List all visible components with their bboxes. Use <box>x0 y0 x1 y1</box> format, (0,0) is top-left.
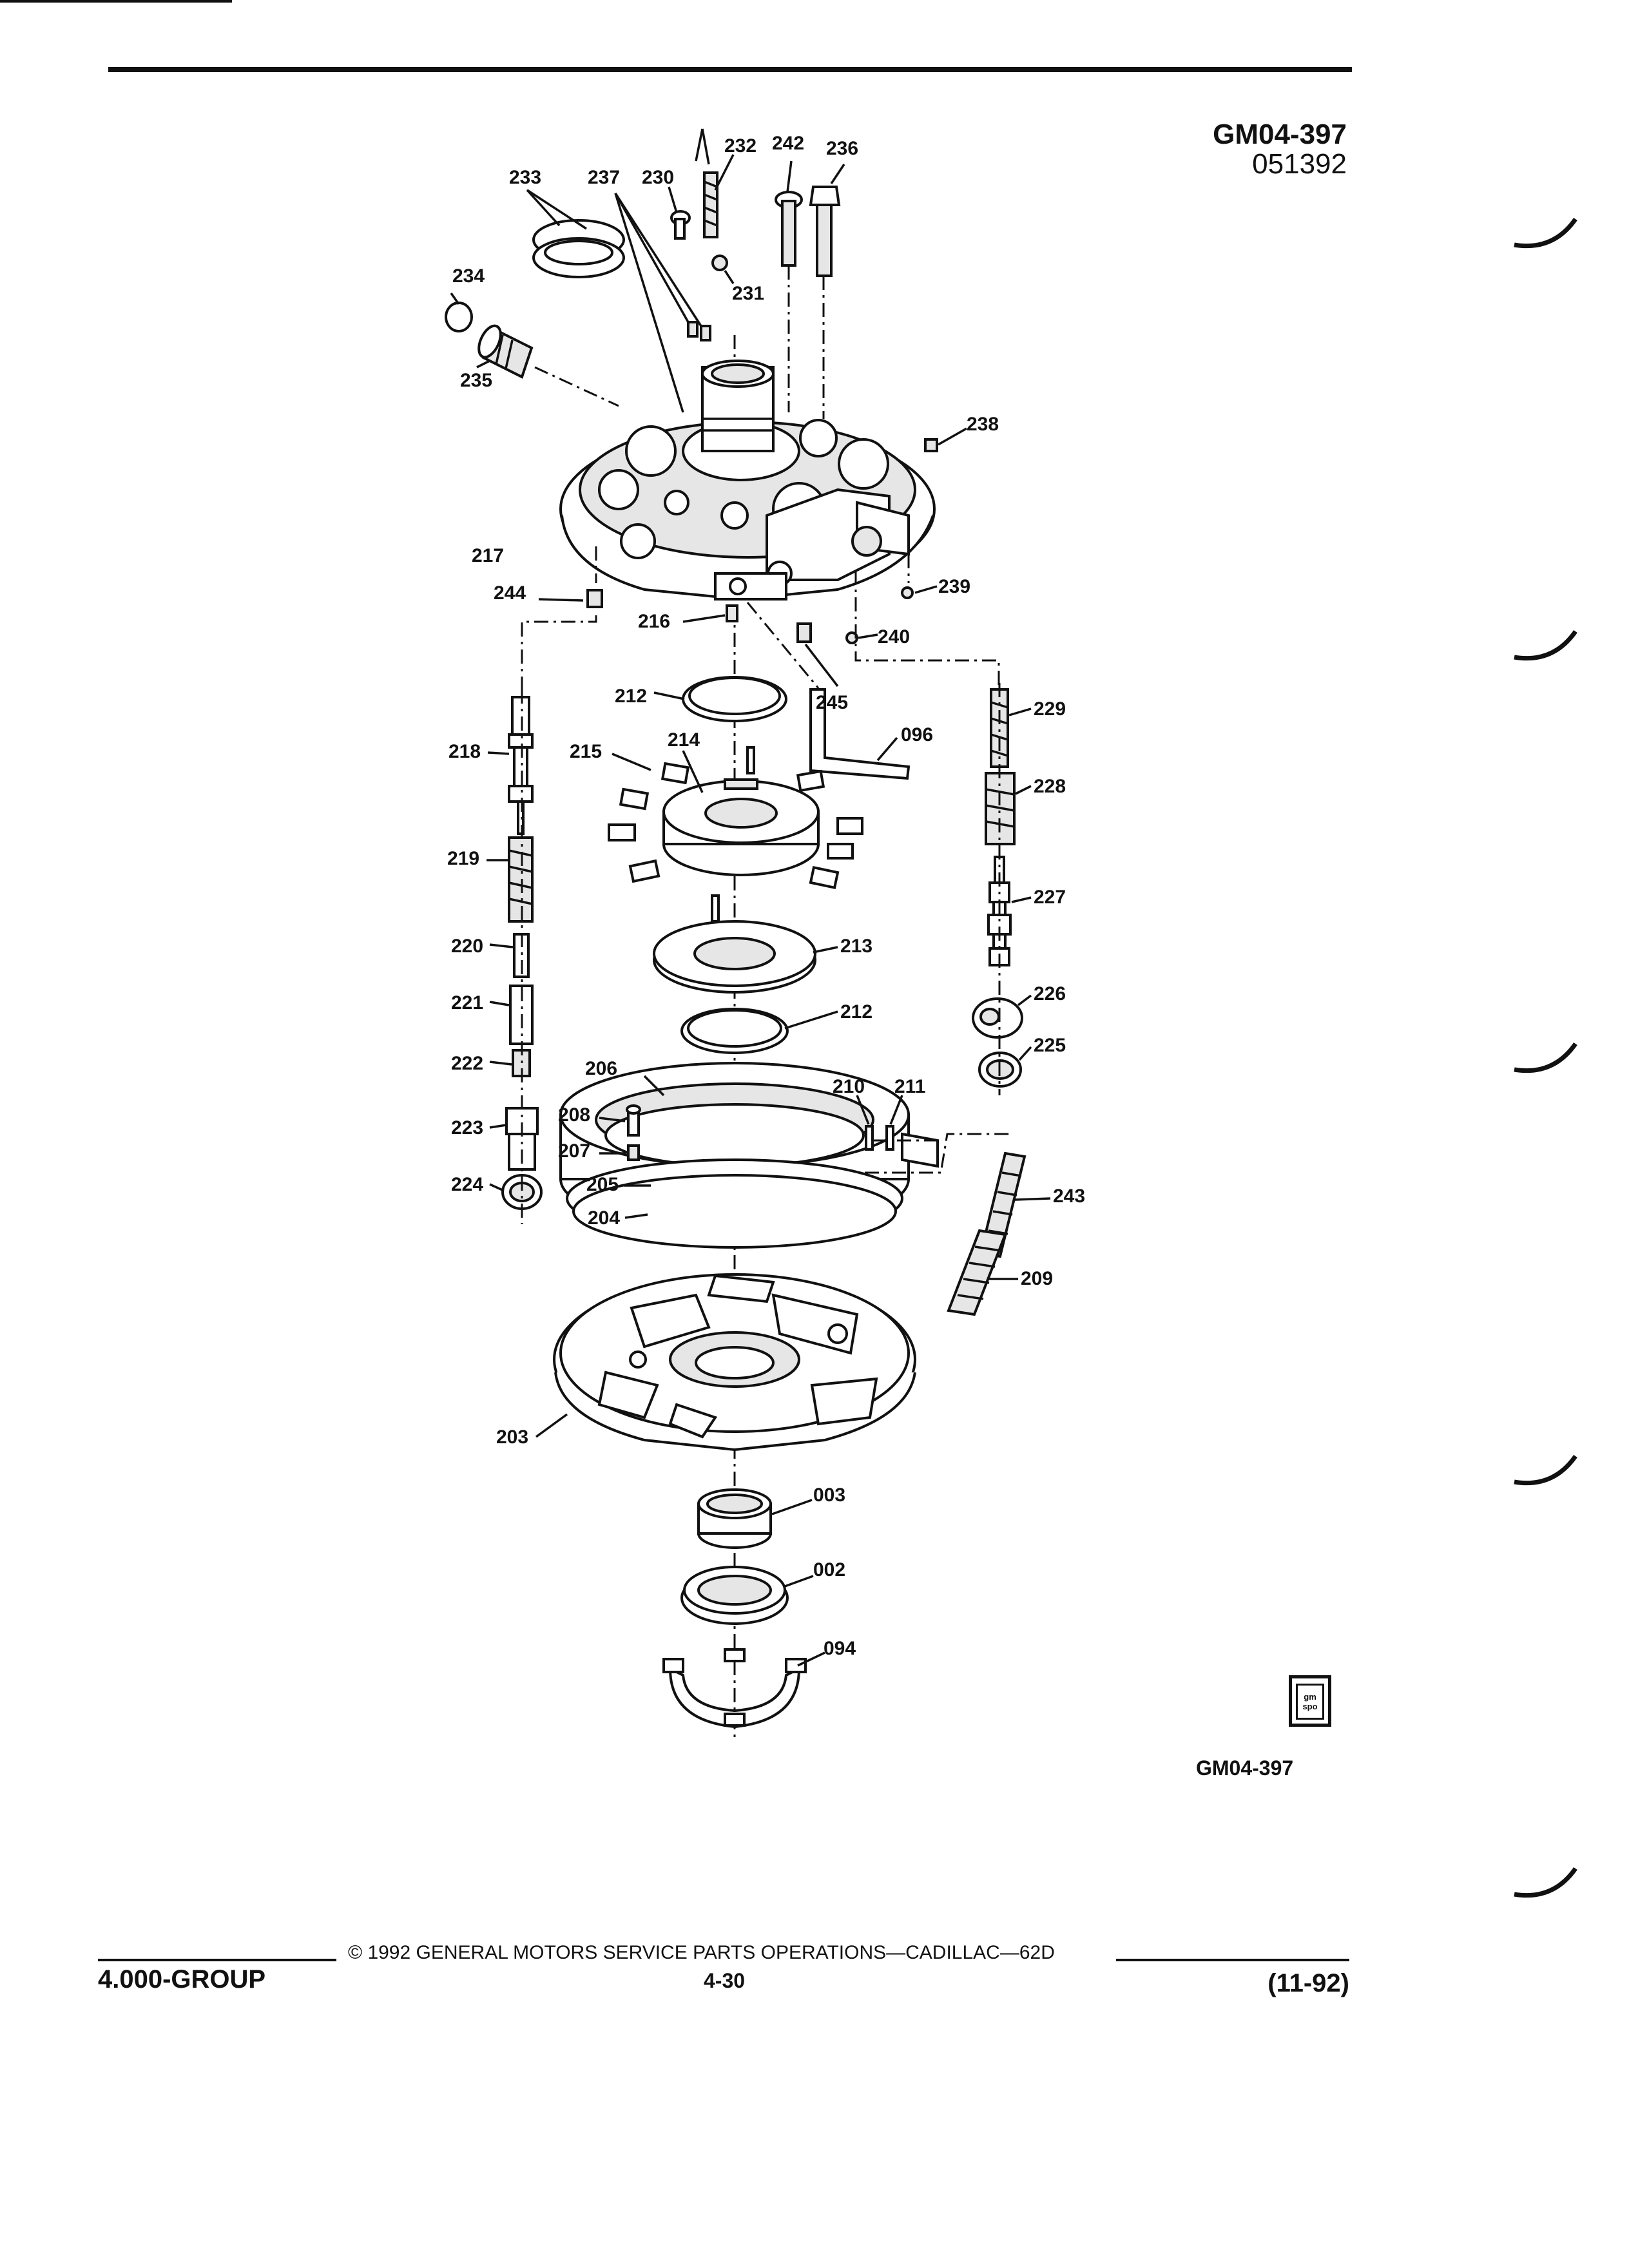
label-224: 224 <box>451 1174 483 1195</box>
o-ring-234 <box>445 302 473 332</box>
seal-002 <box>680 1566 789 1625</box>
footer-rule-right <box>1116 1959 1349 1961</box>
label-206: 206 <box>585 1058 617 1079</box>
label-208: 208 <box>558 1104 590 1126</box>
seal-ring-212-lower <box>680 1008 789 1054</box>
footer-group: 4.000-GROUP <box>98 1965 266 1994</box>
label-237: 237 <box>588 167 620 188</box>
ball-239 <box>901 586 914 599</box>
cap-237a <box>687 321 699 338</box>
label-231: 231 <box>732 283 764 304</box>
label-220: 220 <box>451 936 483 957</box>
corner-mark <box>0 0 232 3</box>
label-218: 218 <box>448 741 481 762</box>
footer-page-number: 4-30 <box>704 1969 746 1992</box>
label-225: 225 <box>1034 1035 1066 1056</box>
label-239: 239 <box>938 576 970 597</box>
label-209: 209 <box>1021 1268 1053 1289</box>
label-234: 234 <box>452 265 485 287</box>
label-216: 216 <box>638 611 670 632</box>
label-217: 217 <box>472 545 504 566</box>
footer-copyright: © 1992 GENERAL MOTORS SERVICE PARTS OPER… <box>348 1942 1055 1963</box>
label-229: 229 <box>1034 698 1066 720</box>
label-223: 223 <box>451 1117 483 1139</box>
pump-cover-217 <box>559 360 936 601</box>
label-210: 210 <box>833 1076 865 1097</box>
label-233: 233 <box>509 167 541 188</box>
ball-240 <box>845 631 858 644</box>
pin-216 <box>726 604 738 622</box>
label-238: 238 <box>967 414 999 435</box>
seal-rings-233 <box>532 219 625 278</box>
label-002: 002 <box>813 1559 845 1581</box>
label-240: 240 <box>878 626 910 648</box>
screw-230 <box>670 210 691 240</box>
binding-marks <box>1514 217 1577 1898</box>
label-096: 096 <box>901 724 933 745</box>
seal-204 <box>572 1174 897 1249</box>
label-227: 227 <box>1034 887 1066 908</box>
pin-211 <box>885 1125 894 1151</box>
label-205: 205 <box>586 1174 619 1195</box>
label-211: 211 <box>894 1076 925 1097</box>
ball-231 <box>711 255 728 271</box>
figure-date: 051392 <box>1252 148 1347 180</box>
pin-210 <box>865 1125 874 1151</box>
spring-209 <box>947 1229 1007 1316</box>
footer-rule-left <box>98 1959 336 1961</box>
label-243: 243 <box>1053 1186 1085 1207</box>
alignment-rod-096 <box>809 688 911 780</box>
label-235: 235 <box>460 370 492 391</box>
rotor-214 <box>662 778 820 876</box>
label-222: 222 <box>451 1053 483 1074</box>
cap-237b <box>700 325 711 341</box>
pin-208 <box>626 1104 641 1137</box>
figure-code-header: GM04-397 051392 <box>1147 120 1347 179</box>
label-207: 207 <box>558 1140 590 1162</box>
vanes-215 <box>608 746 863 923</box>
spring-232 <box>703 171 718 238</box>
label-213: 213 <box>840 936 872 957</box>
label-212-lower: 212 <box>840 1001 872 1023</box>
label-226: 226 <box>1034 983 1066 1004</box>
label-204: 204 <box>588 1207 620 1229</box>
valve-stack-right <box>972 688 1023 1088</box>
label-094: 094 <box>824 1638 856 1659</box>
sleeve-245 <box>796 622 812 643</box>
label-003: 003 <box>813 1485 845 1506</box>
label-236: 236 <box>826 138 858 159</box>
figure-code: GM04-397 <box>1213 119 1347 150</box>
label-203: 203 <box>496 1427 528 1448</box>
label-232: 232 <box>724 135 757 157</box>
retainer-094 <box>662 1648 807 1729</box>
label-221: 221 <box>451 992 483 1014</box>
cup-244 <box>586 589 603 608</box>
gm-spo-badge: gm spo <box>1289 1675 1331 1727</box>
label-219: 219 <box>447 848 479 869</box>
spacer-213 <box>653 920 816 994</box>
top-rule <box>108 67 1352 72</box>
plug-235 <box>477 324 534 379</box>
seal-ring-212-upper <box>682 676 787 722</box>
bolt-242 <box>775 191 803 267</box>
pump-body-203 <box>553 1273 916 1452</box>
label-245: 245 <box>816 692 848 713</box>
label-230: 230 <box>642 167 674 188</box>
label-244: 244 <box>494 582 526 604</box>
label-228: 228 <box>1034 776 1066 797</box>
bolt-236 <box>809 186 841 277</box>
bushing-003 <box>697 1488 772 1549</box>
label-214: 214 <box>668 729 700 751</box>
figure-code-bottom: GM04-397 <box>1196 1756 1294 1780</box>
label-212-upper: 212 <box>615 686 647 707</box>
footer-date: (11-92) <box>1268 1969 1349 1997</box>
badge-label: gm spo <box>1296 1684 1324 1720</box>
nut-238 <box>924 438 938 452</box>
label-215: 215 <box>570 741 602 762</box>
spring-207 <box>627 1144 640 1161</box>
label-242: 242 <box>772 133 804 154</box>
